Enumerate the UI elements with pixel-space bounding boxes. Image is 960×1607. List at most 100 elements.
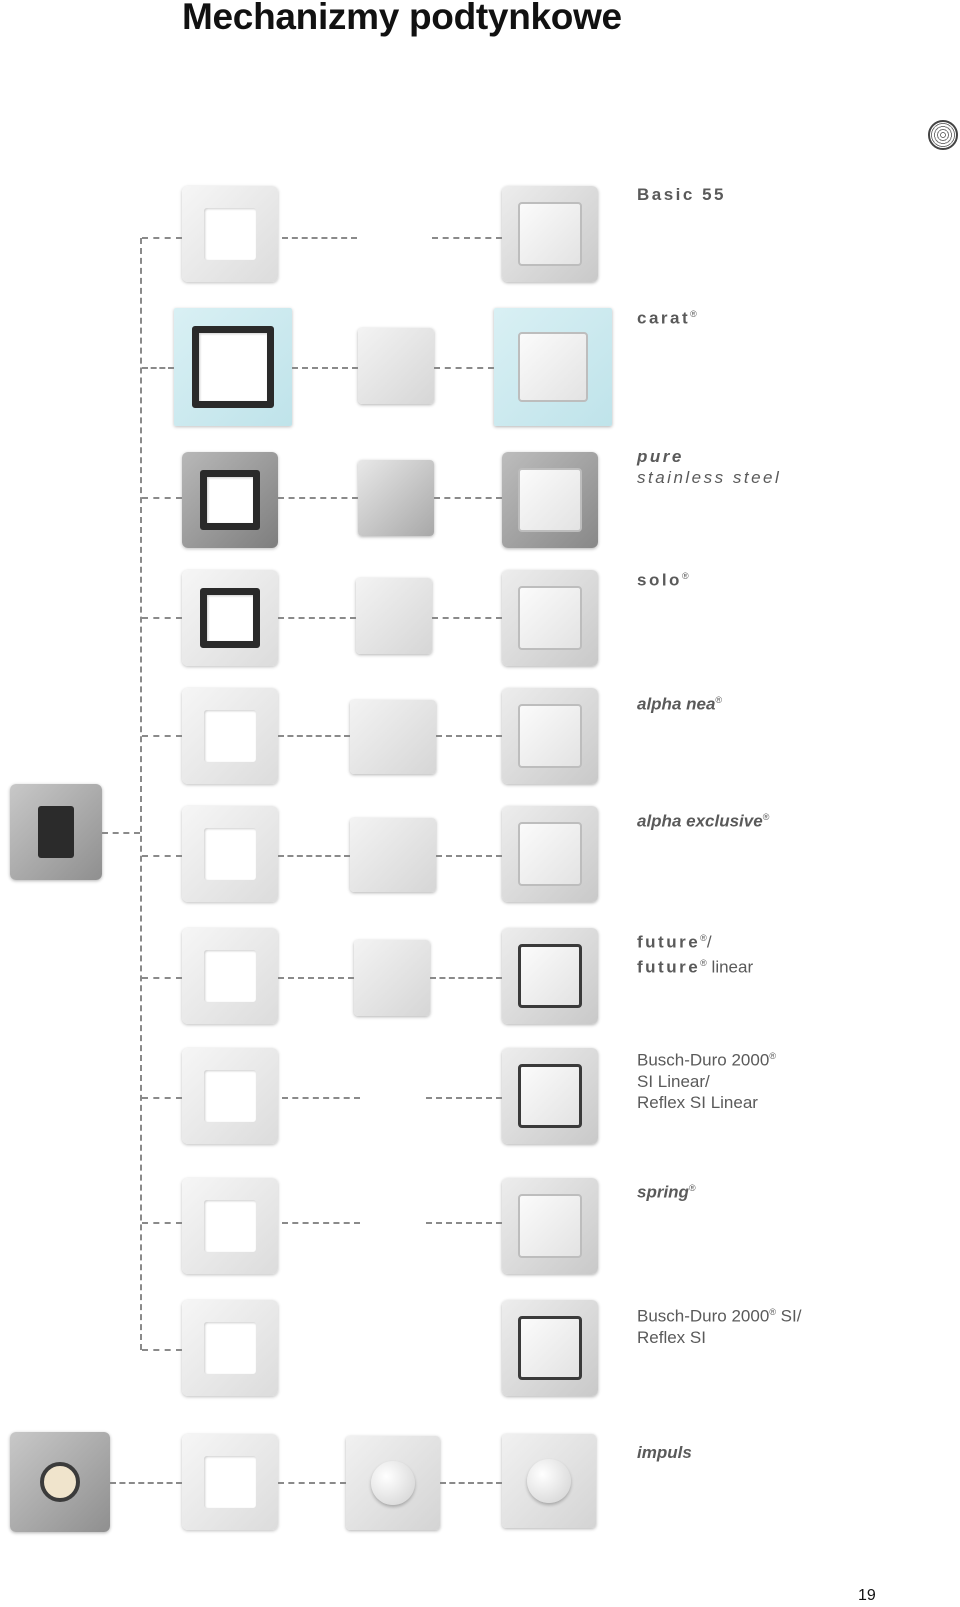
series-name: Busch-Duro 2000 xyxy=(637,1050,770,1070)
connector-row xyxy=(142,1222,182,1224)
connector-row xyxy=(426,1222,502,1224)
series-label-carat: carat® xyxy=(637,304,697,329)
insert-pure xyxy=(358,460,434,536)
registered-mark: ® xyxy=(762,812,770,822)
series-name-suffix: linear xyxy=(706,957,754,977)
series-name: Basic 55 xyxy=(637,185,726,204)
connector-row xyxy=(142,977,182,979)
combination-alpha-nea xyxy=(502,688,598,784)
combination-pure xyxy=(502,452,598,548)
frame-alpha-exclusive xyxy=(182,806,278,902)
connector-row xyxy=(142,237,182,239)
connector-row xyxy=(142,617,182,619)
series-name: future xyxy=(637,932,701,952)
connector-row xyxy=(282,1222,360,1224)
connector-row xyxy=(282,1097,360,1099)
connector-row xyxy=(292,367,358,369)
series-name: Busch-Duro 2000 xyxy=(637,1306,770,1326)
connector-row xyxy=(142,497,182,499)
flush-mechanism-switch xyxy=(10,784,102,880)
combination-solo xyxy=(502,570,598,666)
connector-row xyxy=(142,1097,182,1099)
combination-future xyxy=(502,928,598,1024)
connector-vertical xyxy=(140,238,142,1350)
series-name: carat xyxy=(637,308,691,328)
frame-busch-duro-si xyxy=(182,1300,278,1396)
connector-row xyxy=(278,855,350,857)
series-name-suffix: SI/ xyxy=(775,1306,802,1326)
insert-alpha-nea xyxy=(350,700,436,774)
page-title: Mechanizmy podtynkowe xyxy=(182,0,622,37)
series-label-spring: spring® xyxy=(637,1178,696,1203)
registered-mark: ® xyxy=(715,695,723,705)
manufacturer-seal-icon xyxy=(928,120,958,150)
frame-busch-duro-si-linear xyxy=(182,1048,278,1144)
connector-row xyxy=(282,237,357,239)
knob-insert-impuls xyxy=(346,1436,440,1530)
series-name: alpha nea xyxy=(637,694,716,714)
series-name: pure xyxy=(637,447,684,466)
connector-row xyxy=(110,1482,182,1484)
series-name: Reflex SI xyxy=(637,1327,706,1347)
combination-busch-duro-si xyxy=(502,1300,598,1396)
series-name: spring xyxy=(637,1182,689,1202)
combination-alpha-exclusive xyxy=(502,806,598,902)
series-name: impuls xyxy=(637,1443,692,1462)
registered-mark: ® xyxy=(700,957,707,968)
insert-alpha-exclusive xyxy=(350,818,436,892)
series-name: SI Linear/ xyxy=(637,1071,710,1091)
insert-solo xyxy=(356,578,432,654)
connector-row xyxy=(142,1349,182,1351)
registered-mark: ® xyxy=(700,933,707,943)
series-name: Reflex SI Linear xyxy=(637,1092,758,1112)
series-name: solo xyxy=(637,570,682,590)
combination-busch-duro-si-linear xyxy=(502,1048,598,1144)
series-label-busch-duro-si-linear: Busch-Duro 2000® SI Linear/ Reflex SI Li… xyxy=(637,1046,776,1113)
insert-future xyxy=(354,940,430,1016)
connector-row xyxy=(278,1482,346,1484)
connector-row xyxy=(278,617,356,619)
connector-row xyxy=(278,735,350,737)
flush-mechanism-impuls xyxy=(10,1432,110,1532)
series-label-pure: pure stainless steel xyxy=(637,446,781,488)
series-name: future xyxy=(637,957,701,977)
connector-row xyxy=(430,977,502,979)
series-label-basic-55: Basic 55 xyxy=(637,184,726,205)
connector-row xyxy=(434,497,502,499)
combination-spring xyxy=(502,1178,598,1274)
connector-row xyxy=(426,1097,502,1099)
series-label-solo: solo® xyxy=(637,566,689,591)
connector-row xyxy=(278,497,358,499)
insert-carat xyxy=(358,328,434,404)
connector-row xyxy=(432,237,502,239)
registered-mark: ® xyxy=(688,1183,696,1193)
frame-basic-55 xyxy=(182,186,278,282)
frame-impuls xyxy=(182,1434,278,1530)
frame-pure xyxy=(182,452,278,548)
registered-mark: ® xyxy=(690,309,697,319)
connector-row xyxy=(436,735,502,737)
registered-mark: ® xyxy=(769,1307,776,1317)
series-label-alpha-nea: alpha nea® xyxy=(637,690,722,715)
registered-mark: ® xyxy=(769,1051,776,1061)
combination-impuls xyxy=(502,1434,596,1528)
frame-carat xyxy=(174,308,292,426)
series-label-busch-duro-si: Busch-Duro 2000® SI/ Reflex SI xyxy=(637,1302,801,1348)
combination-basic-55 xyxy=(502,186,598,282)
series-name: alpha exclusive xyxy=(637,811,763,831)
series-label-impuls: impuls xyxy=(637,1442,692,1463)
frame-spring xyxy=(182,1178,278,1274)
series-label-future: future®/ future® linear xyxy=(637,928,753,977)
connector-row xyxy=(436,855,502,857)
connector-mechanism xyxy=(102,832,140,834)
page-number: 19 xyxy=(858,1587,876,1604)
connector-row xyxy=(440,1482,502,1484)
registered-mark: ® xyxy=(681,571,689,581)
connector-row xyxy=(142,735,182,737)
combination-carat xyxy=(494,308,612,426)
connector-row xyxy=(278,977,354,979)
frame-future xyxy=(182,928,278,1024)
frame-alpha-nea xyxy=(182,688,278,784)
series-name-suffix: / xyxy=(706,932,712,952)
connector-row xyxy=(434,367,494,369)
